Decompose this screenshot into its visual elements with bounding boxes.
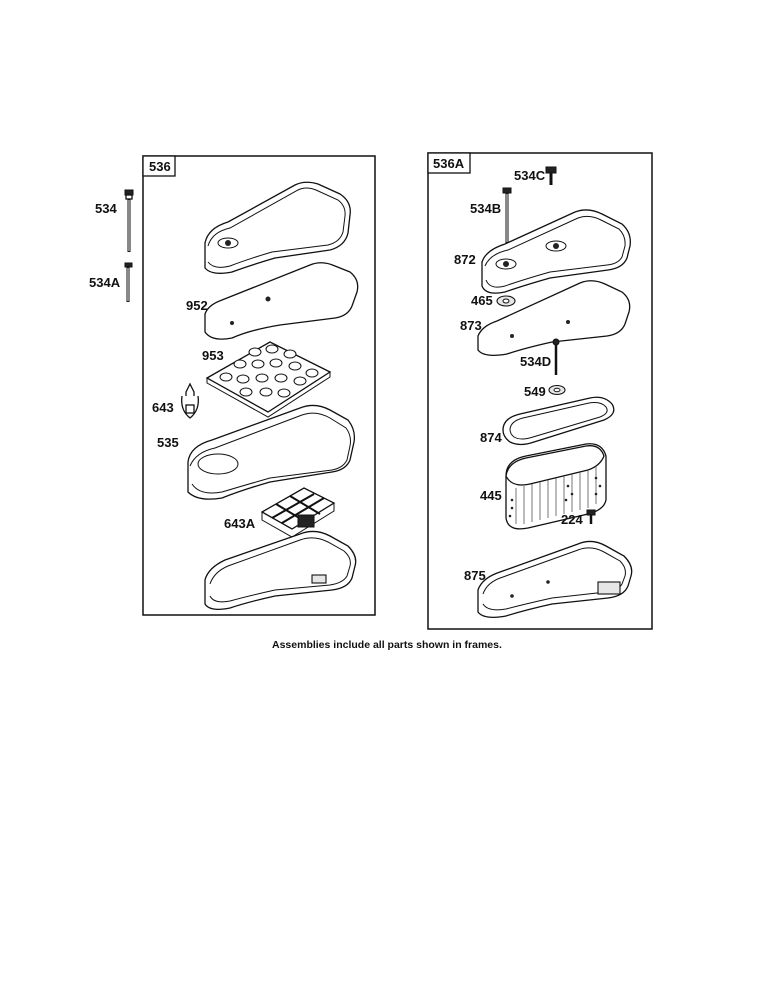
bolt-534A: [124, 262, 133, 302]
label-549: 549: [524, 384, 546, 399]
label-873: 873: [460, 318, 482, 333]
bolt-534: [124, 189, 134, 252]
label-534B: 534B: [470, 201, 501, 216]
label-872: 872: [454, 252, 476, 267]
label-445: 445: [480, 488, 502, 503]
part-643-clip: [181, 382, 199, 419]
part-873-plate: [477, 280, 631, 356]
label-953: 953: [202, 348, 224, 363]
part-445-filter: [505, 443, 607, 530]
part-535-element: [187, 404, 356, 500]
part-465-washer: [496, 295, 516, 307]
label-952: 952: [186, 298, 208, 313]
label-534D: 534D: [520, 354, 551, 369]
label-643: 643: [152, 400, 174, 415]
air-cleaner-base: [204, 530, 357, 610]
part-534B-bolt: [502, 187, 512, 243]
label-535: 535: [157, 435, 179, 450]
frame-label-536A: 536A: [433, 156, 465, 171]
label-465: 465: [471, 293, 493, 308]
air-cleaner-cover: [204, 181, 351, 274]
label-534A: 534A: [89, 275, 121, 290]
part-534C-screw: [545, 166, 557, 185]
part-224-screw: [586, 509, 596, 524]
frame-536A: 536A: [427, 152, 653, 630]
part-534D-stud: [552, 338, 560, 375]
part-872-cover: [481, 209, 631, 294]
label-224: 224: [561, 512, 583, 527]
caption: Assemblies include all parts shown in fr…: [272, 639, 502, 651]
frame-536: 536: [142, 155, 376, 616]
label-643A: 643A: [224, 516, 256, 531]
label-875: 875: [464, 568, 486, 583]
frame-label-536: 536: [149, 159, 171, 174]
part-875-base: [477, 540, 633, 618]
part-549-washer: [548, 384, 566, 396]
part-952-plate: [204, 262, 359, 340]
label-534C: 534C: [514, 168, 546, 183]
part-874-seal: [502, 396, 615, 446]
label-534: 534: [95, 201, 117, 216]
part-643A-grid: [260, 487, 336, 538]
part-953-screen: [205, 341, 332, 418]
label-874: 874: [480, 430, 502, 445]
